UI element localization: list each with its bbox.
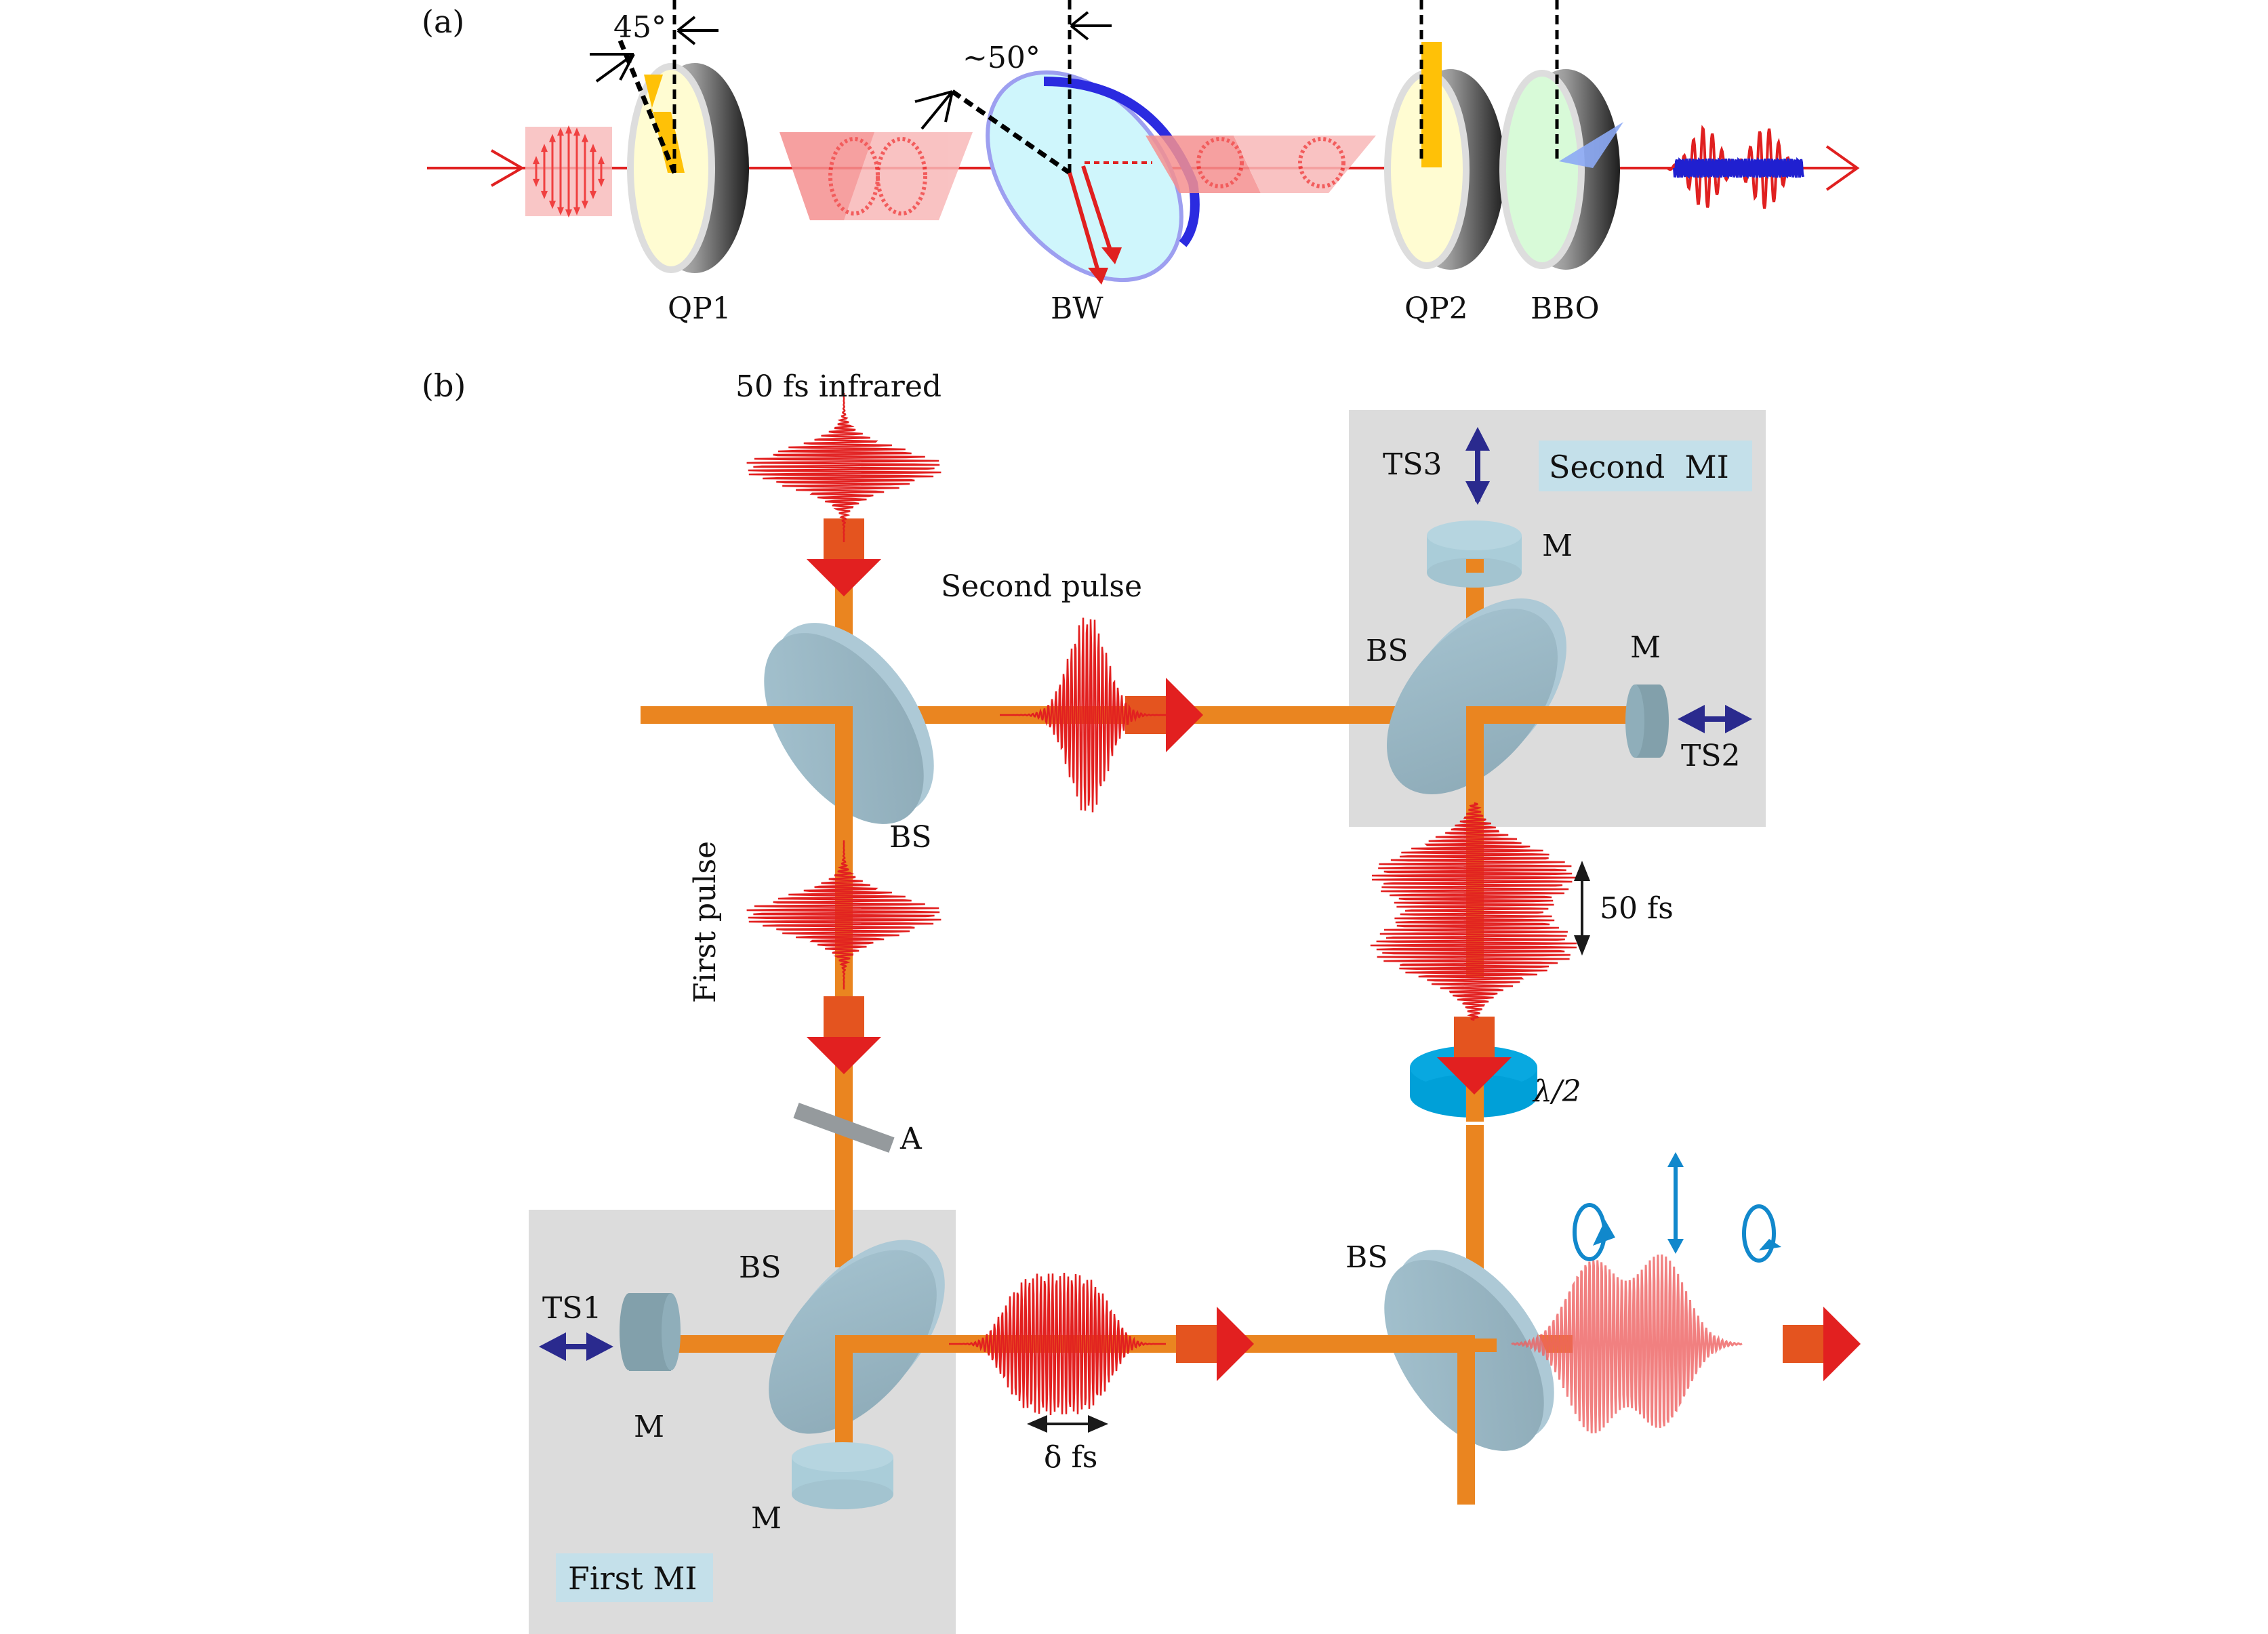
- half-wave-label: λ/2: [1532, 1074, 1581, 1109]
- qp2-plate: [1384, 0, 1505, 270]
- mirror-ts2: [1625, 685, 1669, 758]
- mirror-ts1-label: M: [634, 1410, 664, 1444]
- input-infrared-pulse: [746, 393, 941, 542]
- bs-3-label: BS: [739, 1250, 781, 1285]
- circular-polarization-right-icon: [1742, 1204, 1781, 1263]
- qp1-label: QP1: [668, 291, 731, 326]
- delay-delta-label: δ fs: [1044, 1440, 1097, 1475]
- ts1-label: TS1: [542, 1291, 601, 1326]
- panel-a-label: (a): [422, 3, 464, 40]
- bbo-crystal: [1499, 0, 1623, 270]
- second-pulse-label: Second pulse: [941, 569, 1142, 604]
- bw-label: BW: [1051, 291, 1103, 326]
- output-combined-pulse: [1511, 1254, 1743, 1433]
- ts3-label: TS3: [1383, 447, 1442, 482]
- mirror-ts1: [620, 1293, 681, 1371]
- direction-arrow-body: [824, 996, 864, 1037]
- delay-delta-arrow-icon: [1027, 1415, 1108, 1433]
- panel-b: (b) Second MI First MI BS: [422, 367, 1861, 1634]
- first-pulse-label: First pulse: [688, 841, 723, 1003]
- ts1-arrow-icon: [539, 1332, 613, 1361]
- mirror-ts3: [1427, 520, 1522, 588]
- input-arrow-icon: [490, 149, 525, 187]
- direction-arrow-down-icon: [807, 1037, 881, 1074]
- delay-50fs-arrow-icon: [1574, 861, 1590, 956]
- ts2-label: TS2: [1681, 739, 1740, 773]
- mirror-bottom-label: M: [751, 1501, 782, 1536]
- direction-arrow-down-icon: [807, 559, 881, 596]
- direction-arrow-down-icon: [1437, 1057, 1512, 1095]
- direction-arrow-right-icon: [1166, 678, 1203, 752]
- second-mi-label: Second MI: [1549, 449, 1729, 485]
- polarization-indicators: [1573, 1152, 1781, 1263]
- panel-a: (a) 45° QP1: [422, 0, 1860, 326]
- bbo-label: BBO: [1531, 291, 1600, 326]
- direction-arrow-body: [1783, 1325, 1823, 1363]
- beam-splitter-4: [1288, 1250, 1554, 1505]
- bs-1-label: BS: [889, 820, 931, 855]
- output-pulse-fundamental-and-sh: [1666, 125, 1804, 209]
- mirror-first-mi-bottom: [792, 1442, 893, 1509]
- circular-polarization-left-icon: [1573, 1203, 1615, 1261]
- direction-arrow-body: [1454, 1017, 1495, 1057]
- ts3-arrow-icon: [1465, 427, 1490, 505]
- second-pulse-wave: [1000, 617, 1176, 813]
- attenuator: [793, 1103, 895, 1153]
- polarized-pulses-mid-1: [779, 132, 973, 220]
- beam-splitter-1: [641, 623, 934, 842]
- mirror-ts3-label: M: [1542, 529, 1573, 563]
- second-harmonic-wave: [1673, 157, 1804, 179]
- bs-4-label: BS: [1345, 1240, 1388, 1275]
- input-pulse-label: 50 fs infrared: [735, 369, 941, 404]
- angle-bw-label: ~50°: [963, 41, 1040, 75]
- angle-qp1-label: 45°: [613, 10, 666, 45]
- polarized-pulses-mid-2: [1146, 136, 1376, 193]
- first-mi-label: First MI: [568, 1560, 697, 1597]
- first-mi-label-bg: [556, 1553, 713, 1602]
- attenuator-label: A: [899, 1122, 923, 1156]
- direction-arrow-body: [1176, 1325, 1217, 1363]
- delayed-pulse-wave: [949, 1272, 1166, 1416]
- beam-splitter-2: [1387, 598, 1636, 842]
- ts2-arrow-icon: [1678, 705, 1752, 733]
- panel-b-label: (b): [422, 367, 466, 404]
- qp2-label: QP2: [1404, 291, 1468, 326]
- double-pulse-wave: [1370, 802, 1579, 1021]
- linear-polarization-icon: [1667, 1152, 1684, 1254]
- output-arrow-icon: [1825, 145, 1860, 191]
- linear-polarization-pulse-in: [525, 125, 612, 218]
- mirror-ts2-label: M: [1630, 630, 1661, 665]
- delay-50fs-label: 50 fs: [1600, 891, 1674, 926]
- qp1-plate: [590, 0, 749, 273]
- bs-2-label: BS: [1366, 634, 1408, 668]
- second-mi-label-bg: [1539, 441, 1752, 491]
- direction-arrow-right-icon: [1823, 1307, 1861, 1381]
- direction-arrow-right-icon: [1217, 1307, 1254, 1381]
- first-pulse-wave: [746, 840, 941, 989]
